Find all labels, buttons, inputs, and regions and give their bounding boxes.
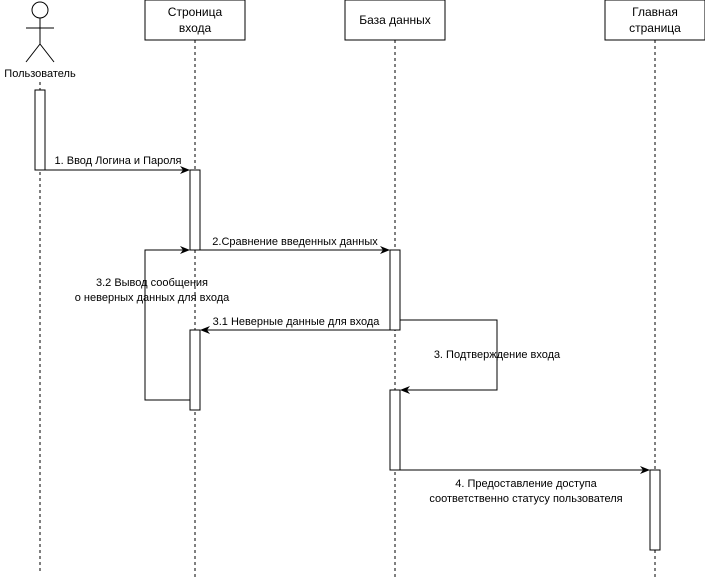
message-3-label: 3. Подтверждение входа [434,349,561,361]
main-page-header-line1: Главная [632,5,678,19]
message-4-label-line1: 4. Предоставление доступа [455,478,597,490]
message-3-1: 3.1 Неверные данные для входа [200,316,390,334]
user-actor-label: Пользователь [4,68,76,80]
message-3-2-label-line2: о неверных данных для входа [75,292,230,304]
message-3-arrow [400,319,498,394]
message-3-1-label: 3.1 Неверные данные для входа [213,316,381,328]
message-1: 1. Ввод Логина и Пароля [45,155,190,174]
login-page-header-line2: входа [179,21,212,35]
message-3-2-arrow [144,246,190,401]
login-page-activation-1 [189,169,201,251]
login-page-activation-2 [189,329,201,411]
user-actor: Пользователь [4,1,76,80]
message-2: 2.Сравнение введенных данных [200,236,390,254]
message-4: 4. Предоставление доступа соответственно… [400,466,650,505]
message-3-2: 3.2 Вывод сообщения о неверных данных дл… [75,246,230,401]
user-stick-figure-icon [25,1,55,63]
login-page-header: Строница входа [144,0,246,41]
message-2-label: 2.Сравнение введенных данных [212,236,378,248]
database-header: База данных [344,0,446,41]
database-header-label: База данных [359,13,430,27]
main-page-activation [649,469,661,551]
message-3-2-label-line1: 3.2 Вывод сообщения [96,277,208,289]
main-page-header: Главная страница [604,0,705,41]
message-4-label-line2: соответственно статусу пользователя [429,493,622,505]
login-page-header-line1: Строница [168,5,223,19]
message-3: 3. Подтверждение входа [400,319,561,394]
message-1-label: 1. Ввод Логина и Пароля [55,155,182,167]
user-activation [34,89,46,171]
database-activation-1 [389,249,401,331]
database-activation-2 [389,389,401,471]
main-page-header-line2: страница [629,21,681,35]
